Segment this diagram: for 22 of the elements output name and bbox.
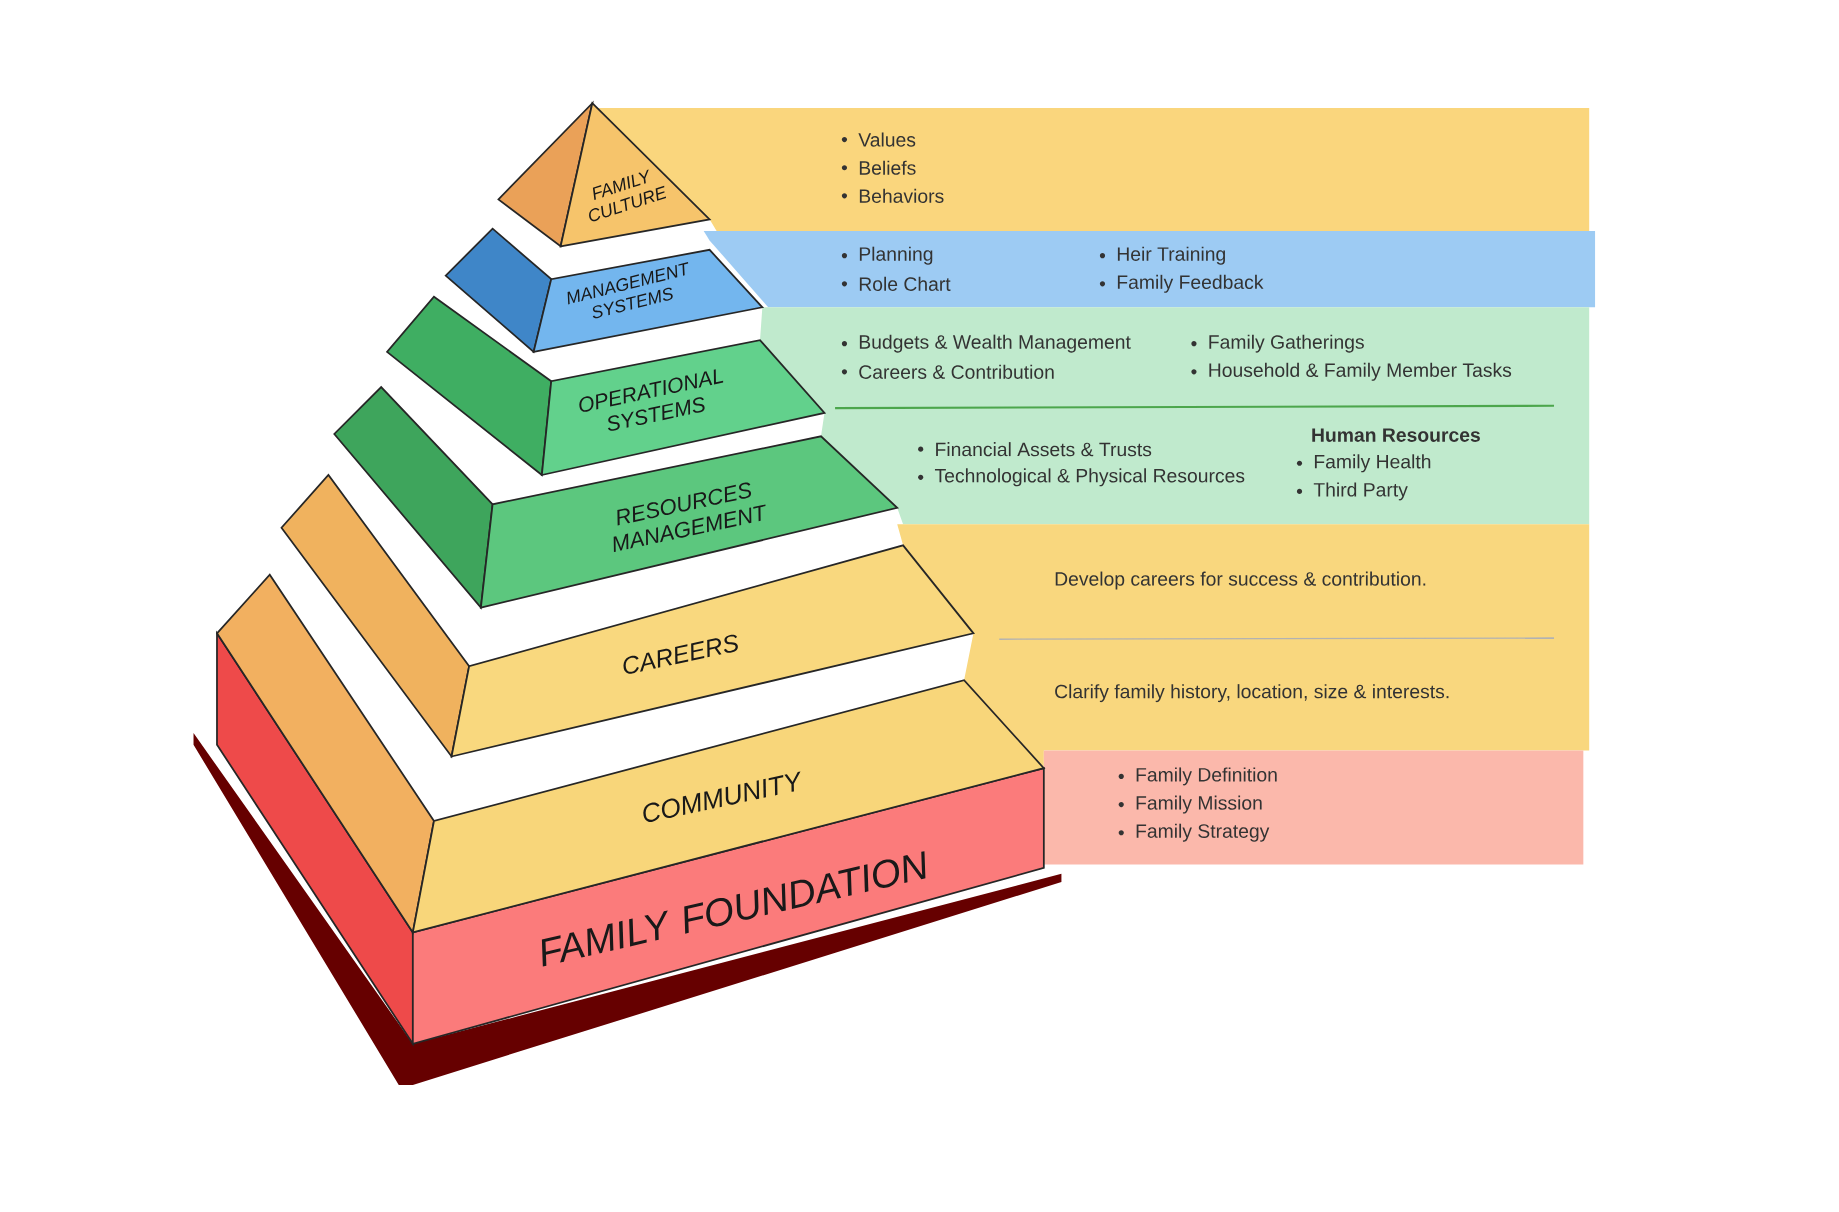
bullet-item: Family Gatherings	[1191, 334, 1364, 353]
bullet-item: Family Feedback	[1099, 275, 1264, 294]
band	[897, 524, 1590, 769]
bullet-item: Household & Family Member Tasks	[1191, 363, 1512, 381]
bullet-item: Planning	[841, 246, 933, 265]
bullet-item: Careers & Contribution	[841, 364, 1054, 380]
bullet-item: Behaviors	[841, 189, 944, 204]
bullet-item: Third Party	[1296, 482, 1408, 501]
bullet-item: Family Health	[1296, 454, 1431, 473]
band	[1043, 750, 1584, 865]
bullet-item: Heir Training	[1099, 246, 1225, 265]
bullet-item: Financial Assets & Trusts	[918, 442, 1152, 457]
bullet-item: Family Strategy	[1118, 823, 1270, 842]
bullet-item: Budgets & Wealth Management	[841, 334, 1131, 353]
bullet-item: Family Definition	[1118, 767, 1277, 786]
description-text: Develop careers for success & contribution.	[1055, 571, 1426, 590]
bullet-item: Beliefs	[841, 160, 916, 176]
bullet-item: Values	[841, 132, 916, 147]
bullet-item: Role Chart	[841, 276, 951, 292]
heading: Human Resources	[1312, 428, 1480, 443]
bullet-item: Family Mission	[1118, 795, 1262, 814]
band	[703, 231, 1596, 308]
